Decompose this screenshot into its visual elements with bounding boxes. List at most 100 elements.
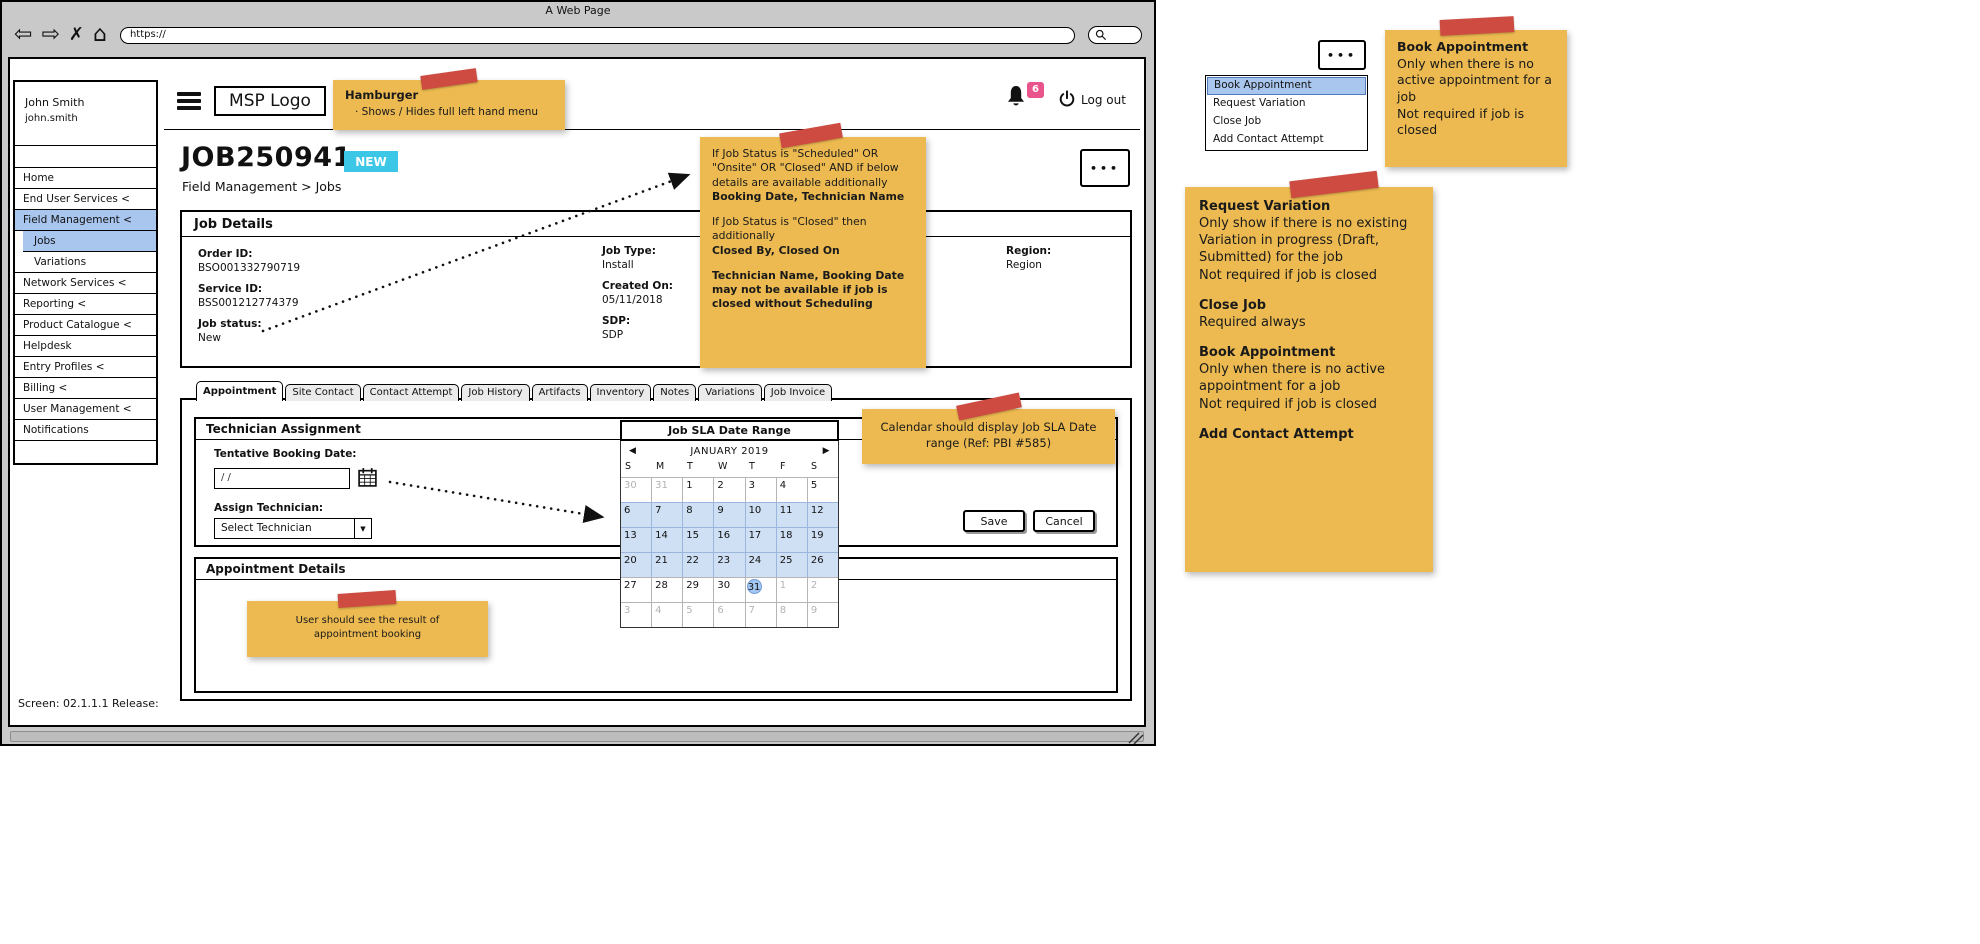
calendar-day[interactable]: 14 (651, 527, 683, 552)
calendar-day[interactable]: 30 (621, 477, 652, 502)
calendar-day[interactable]: 13 (621, 527, 652, 552)
calendar-next-icon[interactable]: ▶ (822, 446, 830, 456)
sidebar-item-field-management[interactable]: Field Management < (15, 210, 156, 231)
calendar-day[interactable]: 19 (806, 527, 838, 552)
sidebar-item-helpdesk[interactable]: Helpdesk (15, 336, 156, 357)
calendar-day[interactable]: 9 (713, 502, 745, 527)
sidebar-item-network-services[interactable]: Network Services < (15, 273, 156, 294)
sidebar-item-user-management[interactable]: User Management < (15, 399, 156, 420)
back-icon[interactable]: ⇦ (14, 22, 33, 47)
tab-artifacts[interactable]: Artifacts (531, 384, 588, 401)
calendar-day[interactable]: 15 (682, 527, 714, 552)
calendar-day[interactable]: 3 (621, 602, 652, 627)
calendar-day[interactable]: 27 (621, 577, 652, 602)
menu-item-request-variation[interactable]: Request Variation (1213, 97, 1306, 109)
calendar-day[interactable]: 31 (651, 477, 683, 502)
tab-appointment[interactable]: Appointment (196, 381, 284, 401)
tab-job-history[interactable]: Job History (461, 384, 530, 401)
calendar-day[interactable]: 23 (713, 552, 745, 577)
horizontal-scrollbar[interactable] (10, 731, 1144, 742)
sidebar-item-home[interactable]: Home (15, 168, 156, 189)
job-details-col3: Region:Region (1006, 245, 1051, 280)
calendar-day[interactable]: 5 (682, 602, 714, 627)
tab-contact-attempt[interactable]: Contact Attempt (362, 384, 460, 401)
url-bar[interactable]: https:// (119, 26, 1075, 44)
calendar-day[interactable]: 6 (621, 502, 652, 527)
sidebar-item-variations[interactable]: Variations (15, 252, 156, 273)
stop-icon[interactable]: ✗ (68, 24, 84, 45)
tab-notes[interactable]: Notes (653, 384, 697, 401)
sidebar-item-notifications[interactable]: Notifications (15, 420, 156, 441)
calendar-picker-icon[interactable] (357, 467, 378, 492)
calendar-day[interactable]: 25 (775, 552, 807, 577)
job-field-order-id: Order ID:BSO001332790719 (198, 248, 301, 274)
calendar-day[interactable]: 3 (744, 477, 776, 502)
calendar-day[interactable]: 29 (682, 577, 714, 602)
calendar-day[interactable]: 4 (651, 602, 683, 627)
note-paragraph: Required always (1199, 314, 1306, 330)
calendar-day[interactable]: 7 (744, 602, 776, 627)
resize-grip-icon[interactable] (1127, 732, 1144, 745)
job-actions-menu-button[interactable]: ••• (1080, 149, 1130, 187)
calendar-day[interactable]: 5 (806, 477, 838, 502)
calendar-day[interactable]: 26 (806, 552, 838, 577)
calendar-day[interactable]: 21 (651, 552, 683, 577)
tab-job-invoice[interactable]: Job Invoice (763, 384, 833, 401)
calendar-day[interactable]: 10 (744, 502, 776, 527)
sidebar-item-jobs[interactable]: Jobs (23, 231, 156, 252)
menu-item-add-contact-attempt[interactable]: Add Contact Attempt (1213, 133, 1324, 145)
notification-bell-icon[interactable] (1004, 85, 1028, 115)
calendar-day[interactable]: 22 (682, 552, 714, 577)
calendar-day[interactable]: 28 (651, 577, 683, 602)
forward-icon[interactable]: ⇨ (41, 22, 60, 47)
calendar-day[interactable]: 4 (775, 477, 807, 502)
note-paragraph: Close Job (1199, 297, 1267, 313)
hamburger-menu-icon[interactable] (177, 92, 201, 113)
calendar-day[interactable]: 31 (744, 577, 776, 602)
note-paragraph: Technician Name, Booking Date may not be… (712, 268, 905, 311)
calendar-day[interactable]: 8 (682, 502, 714, 527)
save-button[interactable]: Save (963, 510, 1025, 532)
tab-site-contact[interactable]: Site Contact (285, 384, 361, 401)
calendar-day[interactable]: 20 (621, 552, 652, 577)
calendar-day[interactable]: 12 (806, 502, 838, 527)
home-icon[interactable]: ⌂ (92, 22, 107, 47)
sidebar-item-entry-profiles[interactable]: Entry Profiles < (15, 357, 156, 378)
note-paragraph: Only when there is no active appointment… (1397, 55, 1552, 104)
calendar-day[interactable]: 8 (775, 602, 807, 627)
calendar-day[interactable]: 7 (651, 502, 683, 527)
sidebar-item-product-catalogue[interactable]: Product Catalogue < (15, 315, 156, 336)
cancel-button[interactable]: Cancel (1033, 510, 1095, 532)
logout-power-icon[interactable] (1058, 90, 1076, 112)
calendar-day[interactable]: 6 (713, 602, 745, 627)
menu-item-book-appointment[interactable]: Book Appointment (1207, 77, 1366, 95)
booking-date-input[interactable]: / / (214, 468, 350, 489)
calendar-day[interactable]: 1 (775, 577, 807, 602)
calendar-day[interactable]: 11 (775, 502, 807, 527)
calendar-day[interactable]: 16 (713, 527, 745, 552)
logout-button[interactable]: Log out (1081, 93, 1126, 107)
technician-select[interactable]: Select Technician ▼ (214, 518, 372, 539)
calendar-day[interactable]: 2 (713, 477, 745, 502)
calendar-day[interactable]: 2 (806, 577, 838, 602)
calendar-day[interactable]: 24 (744, 552, 776, 577)
sidebar-item-reporting[interactable]: Reporting < (15, 294, 156, 315)
sidebar-item-end-user-services[interactable]: End User Services < (15, 189, 156, 210)
menu-item-close-job[interactable]: Close Job (1213, 115, 1262, 127)
calendar-day[interactable]: 1 (682, 477, 714, 502)
calendar-day[interactable]: 18 (775, 527, 807, 552)
status-badge: NEW (344, 151, 398, 172)
breadcrumb[interactable]: Field Management > Jobs (182, 179, 342, 194)
sidebar-item-billing[interactable]: Billing < (15, 378, 156, 399)
context-menu-trigger-button[interactable]: ••• (1318, 40, 1366, 70)
tab-variations[interactable]: Variations (698, 384, 762, 401)
tab-inventory[interactable]: Inventory (589, 384, 652, 401)
chevron-down-icon[interactable]: ▼ (354, 519, 371, 538)
search-box[interactable] (1088, 26, 1142, 44)
calendar-day[interactable]: 17 (744, 527, 776, 552)
calendar-day[interactable]: 30 (713, 577, 745, 602)
calendar-day[interactable]: 9 (806, 602, 838, 627)
calendar-prev-icon[interactable]: ◀ (629, 446, 637, 456)
